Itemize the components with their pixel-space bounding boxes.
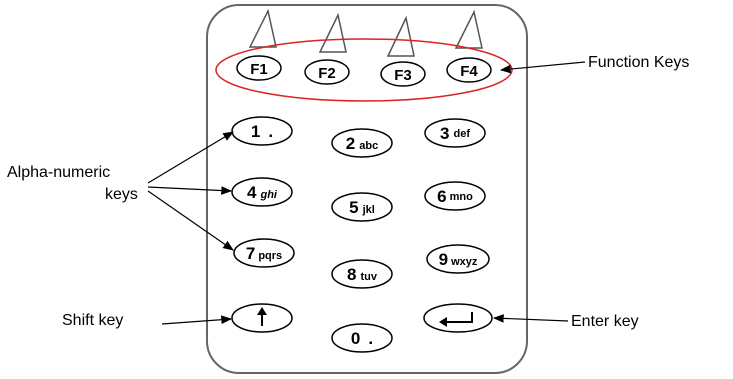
key-letters: abc — [359, 140, 378, 152]
key-number: 2 — [346, 134, 355, 153]
function-key-label: F3 — [394, 67, 412, 84]
function-keys-arrow — [499, 61, 586, 74]
key-number: 3 — [440, 124, 449, 143]
key-number: 0 — [351, 329, 360, 348]
key-number: 1 — [251, 122, 260, 141]
alpha-numeric-arrow-1 — [147, 131, 234, 184]
function-key-f3[interactable]: F3 — [380, 61, 426, 87]
function-key-f4[interactable]: F4 — [446, 57, 492, 83]
shift-key[interactable] — [231, 303, 293, 333]
alpha-numeric-arrow-4 — [147, 186, 233, 195]
f2-pointer-icon — [318, 12, 347, 53]
key-number: 8 — [347, 265, 356, 284]
alpha-numeric-label-line2: keys — [105, 186, 138, 203]
key-number: 4 — [247, 183, 257, 202]
function-keys-label: Function Keys — [588, 54, 689, 71]
enter-key[interactable] — [423, 303, 493, 333]
key-letters: ghi — [259, 189, 277, 201]
key-5[interactable]: 5 jkl — [331, 192, 393, 222]
shift-key-label: Shift key — [62, 312, 123, 329]
key-1[interactable]: 1. — [231, 116, 293, 146]
up-arrow-icon — [257, 307, 267, 326]
f3-pointer-icon — [386, 15, 415, 57]
key-letters: mno — [450, 191, 474, 203]
key-letters: . — [368, 329, 373, 348]
key-6[interactable]: 6 mno — [424, 181, 486, 211]
key-2[interactable]: 2 abc — [331, 128, 393, 158]
key-number: 7 — [246, 244, 255, 263]
enter-arrow-icon — [439, 312, 473, 327]
key-letters: def — [453, 128, 470, 140]
key-0[interactable]: 0. — [331, 323, 393, 353]
enter-key-label: Enter key — [571, 313, 639, 330]
svg-text:0.: 0. — [351, 329, 373, 348]
key-letters: wxyz — [450, 256, 478, 268]
alpha-numeric-arrow-7 — [147, 190, 234, 251]
function-key-f2[interactable]: F2 — [304, 59, 350, 85]
key-number: 5 — [349, 198, 358, 217]
key-number: 9 — [439, 250, 448, 269]
alpha-numeric-label: Alpha-numeric — [7, 164, 110, 181]
function-key-label: F2 — [318, 65, 336, 82]
key-letters: jkl — [362, 204, 375, 216]
function-keys-highlight — [215, 38, 513, 102]
svg-text:1.: 1. — [251, 122, 273, 141]
key-8[interactable]: 8 tuv — [331, 259, 393, 289]
key-letters: pqrs — [258, 250, 282, 262]
key-number: 6 — [437, 187, 446, 206]
function-key-f1[interactable]: F1 — [236, 55, 282, 81]
key-3[interactable]: 3 def — [424, 118, 486, 148]
enter-key-arrow — [492, 314, 569, 323]
function-key-label: F4 — [460, 63, 478, 80]
shift-key-arrow — [161, 315, 233, 325]
key-letters: . — [268, 122, 273, 141]
function-key-label: F1 — [250, 61, 268, 78]
key-letters: tuv — [360, 271, 377, 283]
